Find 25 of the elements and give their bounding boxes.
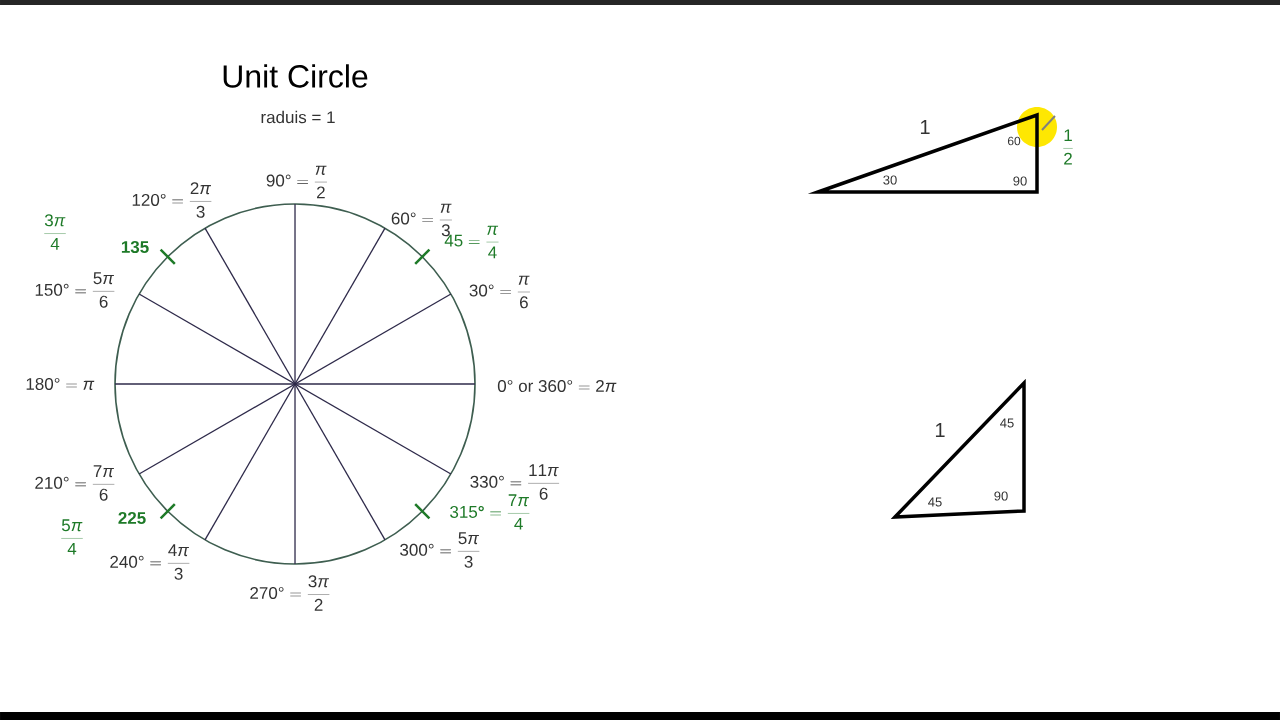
triangle-label: 1 (920, 120, 930, 134)
angle-label: $300\mbox{°} = \frac{5\pi}{3}$ (400, 532, 480, 568)
angle-label: $150\mbox{°} = \frac{5\pi}{6}$ (35, 272, 115, 308)
angle-label: $90\mbox{°} = \frac{\pi}{2}$ (266, 165, 327, 199)
angle-label: $240\mbox{°} = \frac{4\pi}{3}$ (110, 544, 190, 580)
radius-note: raduis = 1 (261, 110, 335, 124)
triangle-label: 60 (1007, 136, 1021, 146)
handwritten-note: $\frac{3\pi}{4}$ (44, 214, 66, 250)
angle-label: $270\mbox{°} = \frac{3\pi}{2}$ (250, 575, 330, 611)
angle-label: $30\mbox{°} = \frac{\pi}{6}$ (469, 275, 530, 309)
angle-label: $120\mbox{°} = \frac{2\pi}{3}$ (132, 182, 212, 218)
triangle-label: 1 (935, 423, 945, 437)
angle-label: $210\mbox{°} = \frac{7\pi}{6}$ (35, 465, 115, 501)
diagram-title: Unit Circle (223, 64, 368, 88)
angle-label: $180\mbox{°} = \pi$ (26, 378, 95, 390)
triangle-label: 45 (1000, 418, 1014, 428)
triangle-label: 90 (994, 491, 1008, 501)
handwritten-note: $\frac{1}{2}$ (1063, 129, 1073, 165)
triangle-label: 90 (1013, 176, 1027, 186)
triangle-label: 45 (928, 497, 942, 507)
angle-label: $0\mbox{° or }360\mbox{°} = 2\pi$ (497, 380, 617, 392)
handwritten-note: 225 (118, 512, 146, 524)
handwritten-note: $\frac{5\pi}{4}$ (61, 519, 83, 555)
triangle-label: 30 (883, 175, 897, 185)
handwritten-note: 135 (121, 240, 149, 254)
